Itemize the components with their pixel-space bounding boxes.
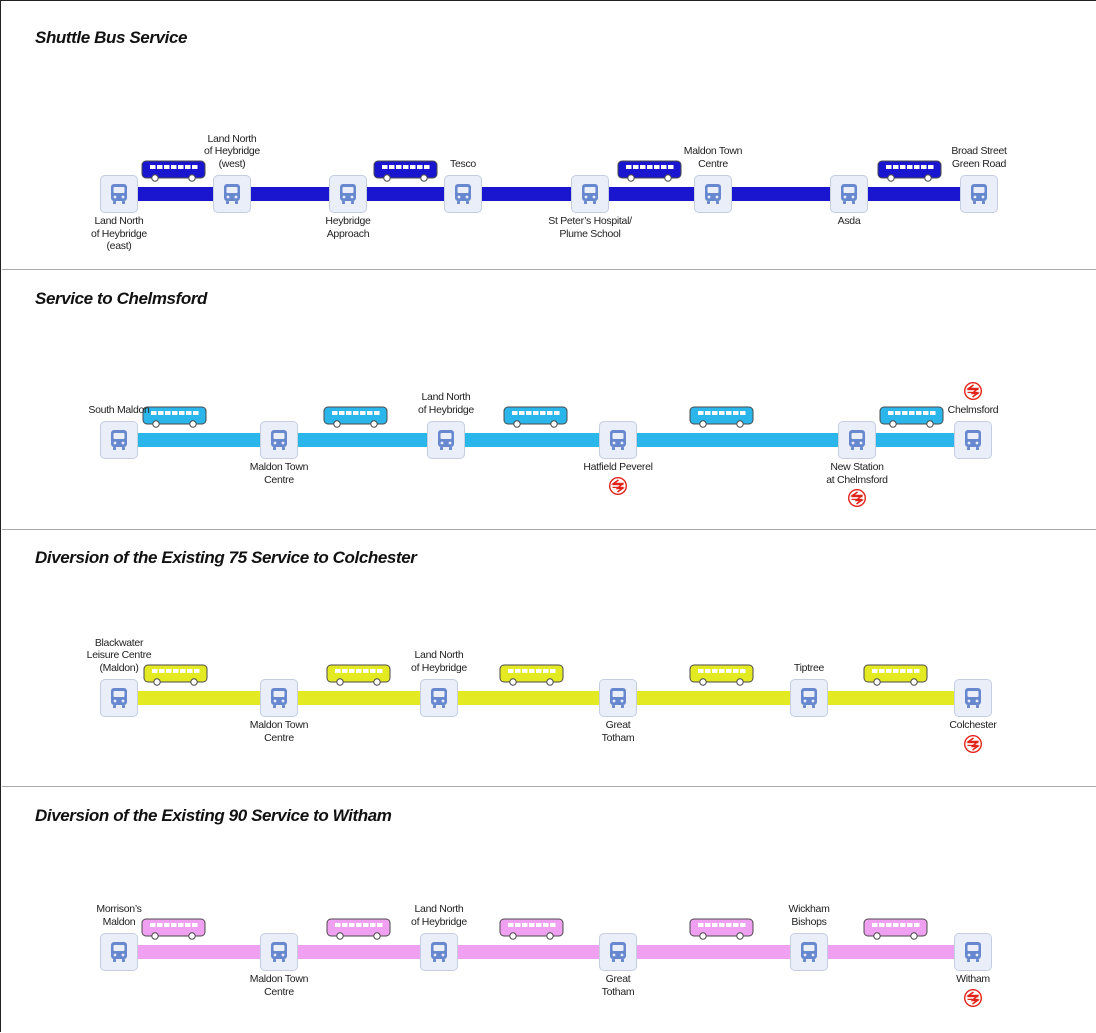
bus-icon xyxy=(863,663,929,687)
bus-stop-icon xyxy=(100,421,138,459)
bus-stop-icon xyxy=(954,679,992,717)
bus-stop-icon xyxy=(571,175,609,213)
bus-stop-icon xyxy=(954,421,992,459)
stop-label: Blackwater Leisure Centre (Maldon) xyxy=(86,636,152,674)
stop-label: Land North of Heybridge (east) xyxy=(91,215,147,252)
bus-stop-icon xyxy=(790,679,828,717)
route-line xyxy=(120,945,970,959)
bus-stop-icon xyxy=(599,933,637,971)
bus-icon xyxy=(863,917,929,941)
bus-icon xyxy=(326,917,392,941)
stop-label: Land North of Heybridge (west) xyxy=(204,132,260,170)
bus-icon xyxy=(499,663,565,687)
bus-icon xyxy=(689,405,755,429)
bus-stop-icon xyxy=(100,933,138,971)
stop-label: Witham xyxy=(956,973,990,985)
bus-icon xyxy=(142,405,208,429)
bus-stop-icon xyxy=(100,175,138,213)
stop-label: Colchester xyxy=(949,719,997,731)
bus-icon xyxy=(143,663,209,687)
bus-stop-icon xyxy=(427,421,465,459)
panel-title: Shuttle Bus Service xyxy=(35,28,188,47)
panel-title: Diversion of the Existing 75 Service to … xyxy=(35,548,417,567)
bus-stop-icon xyxy=(213,175,251,213)
panel-shuttle-bus: Shuttle Bus Service Land North of Heybri… xyxy=(2,1,1096,269)
bus-stop-icon xyxy=(838,421,876,459)
national-rail-icon xyxy=(608,476,628,495)
panel-divider xyxy=(2,529,1096,530)
panel-divider xyxy=(2,786,1096,787)
bus-icon xyxy=(617,159,683,183)
stop-label: Heybridge Approach xyxy=(325,215,371,240)
stop-label: Tesco xyxy=(450,157,476,170)
bus-icon xyxy=(323,405,389,429)
stop-label: Wickham Bishops xyxy=(788,903,830,928)
stop-label: Maldon Town Centre xyxy=(249,973,309,998)
bus-stop-icon xyxy=(694,175,732,213)
stop-label: Land North of Heybridge xyxy=(411,903,467,928)
national-rail-icon xyxy=(963,381,983,400)
bus-icon xyxy=(141,159,207,183)
stop-label: St Peter’s Hospital/ Plume School xyxy=(548,215,632,240)
stop-label: Maldon Town Centre xyxy=(249,719,309,744)
bus-stop-icon xyxy=(599,421,637,459)
bus-stop-icon xyxy=(599,679,637,717)
bus-icon xyxy=(877,159,943,183)
stop-label: Maldon Town Centre xyxy=(249,461,309,486)
stop-label: Land North of Heybridge xyxy=(418,391,474,416)
bus-icon xyxy=(499,917,565,941)
bus-stop-icon xyxy=(830,175,868,213)
stop-label: Broad Street Green Road xyxy=(951,145,1007,170)
route-line xyxy=(120,691,970,705)
bus-stop-icon xyxy=(100,679,138,717)
bus-stop-icon xyxy=(960,175,998,213)
panel-title: Diversion of the Existing 90 Service to … xyxy=(35,806,392,825)
bus-icon xyxy=(879,405,945,429)
route-line xyxy=(120,433,970,447)
stop-label: South Maldon xyxy=(88,403,150,416)
bus-stop-icon xyxy=(260,421,298,459)
national-rail-icon xyxy=(963,988,983,1007)
panel-title: Service to Chelmsford xyxy=(35,289,208,308)
bus-stop-icon xyxy=(260,679,298,717)
panel-colchester-service: Diversion of the Existing 75 Service to … xyxy=(2,530,1096,786)
stop-label: Chelmsford xyxy=(947,403,999,416)
national-rail-icon xyxy=(963,734,983,753)
bus-stop-icon xyxy=(954,933,992,971)
bus-stop-icon xyxy=(260,933,298,971)
stop-label: Tiptree xyxy=(793,661,825,674)
stop-label: New Station at Chelmsford xyxy=(826,461,888,486)
bus-icon xyxy=(141,917,207,941)
bus-icon xyxy=(503,405,569,429)
bus-icon xyxy=(689,663,755,687)
stop-label: Maldon Town Centre xyxy=(683,145,743,170)
stop-label: Great Totham xyxy=(601,719,635,744)
bus-icon xyxy=(373,159,439,183)
panel-divider xyxy=(2,269,1096,270)
bus-stop-icon xyxy=(420,933,458,971)
stop-label: Hatfield Peverel xyxy=(583,461,653,473)
bus-stop-icon xyxy=(420,679,458,717)
bus-stop-icon xyxy=(329,175,367,213)
bus-icon xyxy=(326,663,392,687)
stop-label: Land North of Heybridge xyxy=(411,649,467,674)
stop-label: Great Totham xyxy=(601,973,635,998)
bus-stop-icon xyxy=(444,175,482,213)
stop-label: Asda xyxy=(837,215,861,227)
bus-stop-icon xyxy=(790,933,828,971)
stop-label: Morrison’s Maldon xyxy=(96,903,142,928)
national-rail-icon xyxy=(847,488,867,508)
panel-witham-service: Diversion of the Existing 90 Service to … xyxy=(2,787,1096,1033)
bus-icon xyxy=(689,917,755,941)
